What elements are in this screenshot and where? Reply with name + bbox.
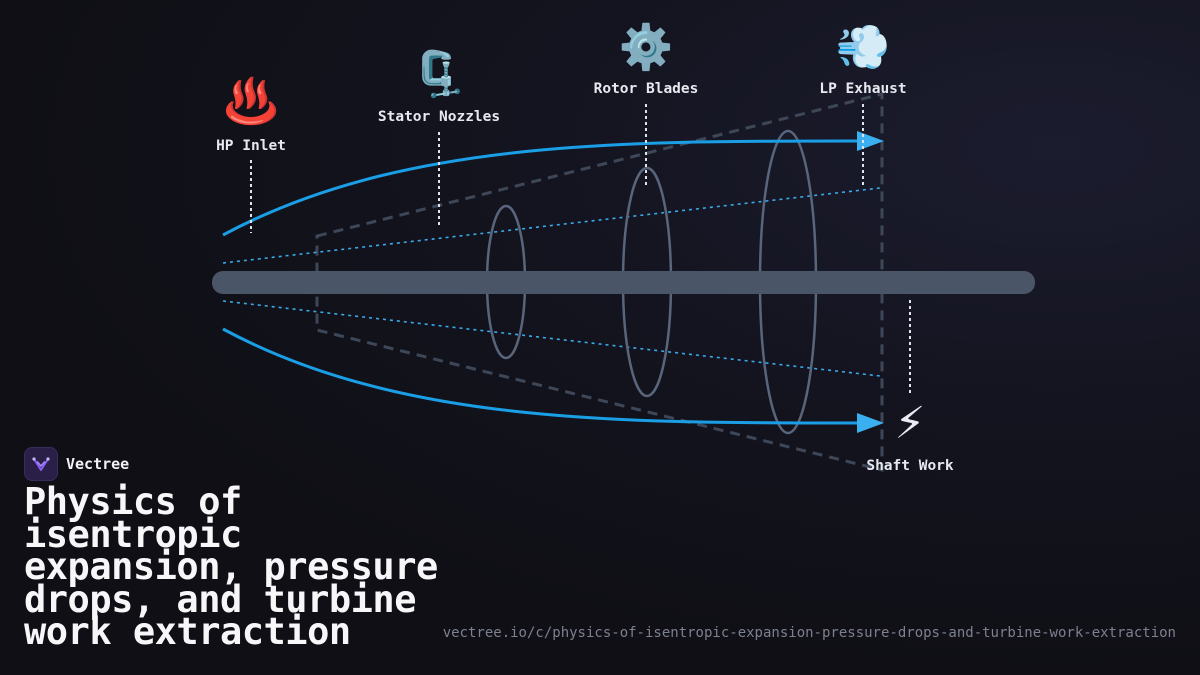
flow-arrow-top <box>857 131 884 151</box>
inner-streamline-top <box>222 187 881 264</box>
flow-path-bottom <box>222 327 859 425</box>
brand-name: Vectree <box>66 455 130 473</box>
label-shaft-work: Shaft Work <box>866 458 954 474</box>
brand: Vectree <box>24 447 129 481</box>
casing-outline <box>315 92 884 472</box>
lightning-icon: ⚡ <box>894 398 926 449</box>
label-hp-inlet: HP Inlet <box>216 138 286 154</box>
inner-streamline-bottom <box>222 300 881 377</box>
dash-wind-icon: 💨 <box>835 22 891 73</box>
label-lp-exhaust: LP Exhaust <box>819 81 907 97</box>
vectree-logo-icon <box>24 447 58 481</box>
gear-icon: ⚙️ <box>618 22 674 73</box>
turbine-shaft <box>212 271 1035 294</box>
clamp-icon: 🗜️ <box>411 49 467 100</box>
label-stator-nozzles: Stator Nozzles <box>377 109 501 125</box>
flow-path-top <box>222 139 859 237</box>
page-title: Physics of isentropic expansion, pressur… <box>24 480 438 653</box>
page-url[interactable]: vectree.io/c/physics-of-isentropic-expan… <box>442 625 1176 641</box>
hot-springs-icon: ♨️ <box>223 76 279 127</box>
flow-arrow-bottom <box>857 413 884 433</box>
label-rotor-blades: Rotor Blades <box>593 81 699 97</box>
